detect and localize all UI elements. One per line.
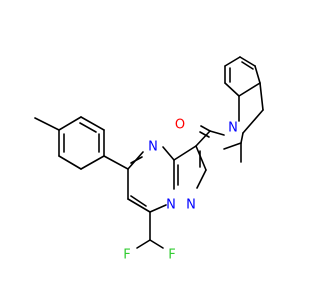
difluoromethyl-group [136,211,164,249]
atom-o-carbonyl: O [175,118,185,133]
atom-n-indoline: N [228,121,238,136]
tolyl-group [34,116,129,170]
atom-n-bridge: N [166,198,176,213]
molecule-structure: N N N O N F F [34,56,264,263]
pyrazole-ring [173,145,207,189]
atom-n-pyrazole: N [186,198,196,213]
indoline-group [223,56,264,163]
pyrimidine-ring [127,146,179,213]
atom-f-left: F [123,248,130,263]
carbonyl-linker [195,125,225,147]
atom-f-right: F [168,248,175,263]
atom-n-top: N [148,140,158,155]
atom-labels: N N N O N F F [123,118,238,263]
